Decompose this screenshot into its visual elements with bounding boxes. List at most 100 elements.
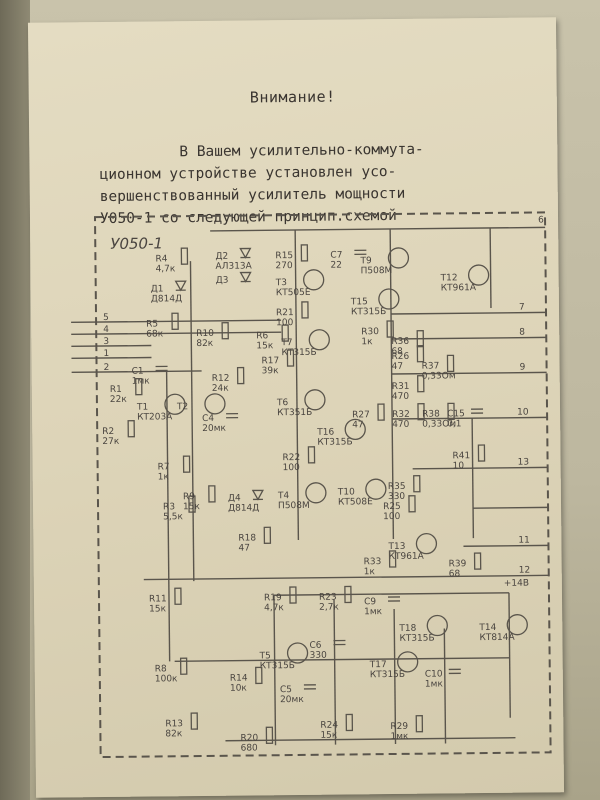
resistor-symbol	[473, 552, 482, 570]
component-value: АЛ313А	[215, 261, 252, 271]
component-label: Д2	[215, 252, 228, 262]
resistor-symbol	[179, 657, 188, 675]
paper-sheet: Внимание! В Вашем усилительно-коммута- ц…	[27, 17, 565, 798]
component-label: R27	[352, 410, 370, 420]
transistor-symbol	[467, 264, 490, 286]
resistor-symbol	[171, 312, 179, 330]
component-label: C4	[202, 414, 214, 424]
component-value: 22к	[110, 395, 128, 405]
component-value: 100к	[155, 674, 178, 684]
component-value: 15к	[256, 341, 274, 351]
component-value: 0,33Ом	[422, 371, 456, 381]
pin-label: 12	[519, 566, 531, 576]
component-label: R22	[282, 453, 300, 463]
component-value: 68	[449, 569, 461, 579]
component-value: 82к	[196, 339, 214, 349]
component-group: R44,7кД1Д814ДД2АЛ313АД3R15270C722T3КТ505…	[102, 244, 528, 754]
component-label: R31	[392, 382, 410, 392]
capacitor-symbol	[333, 639, 346, 646]
component-label: R30	[361, 327, 379, 337]
pin-label: 1	[103, 349, 109, 359]
resistor-symbol	[415, 715, 424, 733]
capacitor-symbol	[303, 684, 316, 690]
resistor-symbol	[208, 485, 216, 503]
component-value: КТ351Б	[277, 408, 312, 418]
component-label: R15	[275, 251, 293, 261]
resistor-symbol	[281, 324, 289, 342]
component-label: R2	[102, 427, 114, 437]
transistor-symbol	[378, 288, 400, 310]
component-value: 100	[383, 512, 401, 522]
component-value: КТ203А	[137, 412, 173, 422]
resistor-symbol	[182, 455, 191, 473]
resistor-symbol	[190, 712, 199, 730]
component-value: 20мк	[280, 695, 304, 705]
component-value: 24к	[212, 384, 230, 394]
transistor-symbol	[308, 329, 330, 351]
resistor-symbol	[286, 349, 295, 367]
capacitor-symbol	[471, 408, 484, 414]
component-value: 330	[310, 651, 328, 661]
component-value: 1мк	[425, 679, 444, 689]
module-label: У050-1	[110, 234, 163, 253]
component-value: КТ315Б	[317, 437, 352, 447]
component-label: R36	[391, 337, 409, 347]
pin-label: 4	[103, 325, 109, 335]
resistor-symbol	[307, 446, 316, 464]
transistor-symbol	[397, 651, 419, 673]
component-label: R35	[388, 482, 406, 492]
component-value: 68	[391, 347, 403, 357]
component-label: T3	[275, 278, 287, 288]
resistor-symbol	[265, 726, 274, 744]
transistor-symbol	[426, 614, 448, 637]
component-label: R17	[261, 356, 279, 366]
resistor-symbol	[447, 402, 455, 421]
component-value: 47	[238, 543, 250, 553]
component-label: T15	[350, 297, 368, 307]
component-value: П508М	[278, 501, 310, 511]
component-label: R6	[256, 331, 268, 341]
capacitor-symbol	[226, 412, 239, 419]
capacitor-symbol	[155, 365, 168, 372]
resistor-symbol	[413, 475, 421, 493]
component-value: 15к	[183, 502, 201, 512]
component-label: Д1	[151, 284, 164, 294]
resistor-symbol	[188, 495, 196, 513]
component-label: R21	[276, 308, 294, 318]
pin-label: 10	[517, 408, 529, 418]
component-label: T5	[259, 651, 271, 661]
component-value: 2,7к	[319, 603, 339, 613]
component-label: R39	[449, 559, 467, 569]
circuit-schematic: У050-1	[71, 211, 552, 759]
component-value: КТ315Б	[260, 661, 295, 671]
component-label: T18	[398, 624, 416, 634]
component-label: R26	[391, 352, 409, 362]
component-value: 27к	[102, 437, 120, 447]
component-value: 10к	[230, 684, 248, 694]
resistor-symbol	[255, 666, 263, 685]
diode-symbol	[174, 280, 187, 292]
component-value: 1мк	[390, 732, 409, 742]
component-value: 0,1	[447, 419, 461, 429]
resistor-symbol	[263, 526, 272, 544]
transistor-symbol	[415, 532, 438, 555]
component-value: 39к	[262, 366, 280, 376]
component-value: 470	[392, 392, 410, 402]
resistor-symbol	[386, 320, 394, 338]
component-label: R25	[383, 502, 401, 512]
pin-numbers: 6 7 8 9 10 13 11 12 5 4 3 1 2 +14В	[103, 215, 544, 588]
component-value: КТ961А	[389, 552, 425, 562]
transistor-symbol	[164, 393, 186, 415]
component-value: КТ505Е	[276, 288, 311, 298]
component-label: T17	[369, 660, 387, 670]
component-value: Д814Д	[228, 503, 259, 513]
component-label: R12	[212, 374, 230, 384]
component-label: C15	[447, 409, 465, 419]
component-value: 47	[352, 420, 364, 430]
component-label: T6	[276, 398, 289, 408]
component-label: R9	[183, 492, 195, 502]
component-value: 100	[276, 318, 294, 328]
component-label: T14	[478, 623, 496, 633]
component-value: 10	[453, 461, 465, 471]
component-label: R8	[155, 664, 167, 674]
